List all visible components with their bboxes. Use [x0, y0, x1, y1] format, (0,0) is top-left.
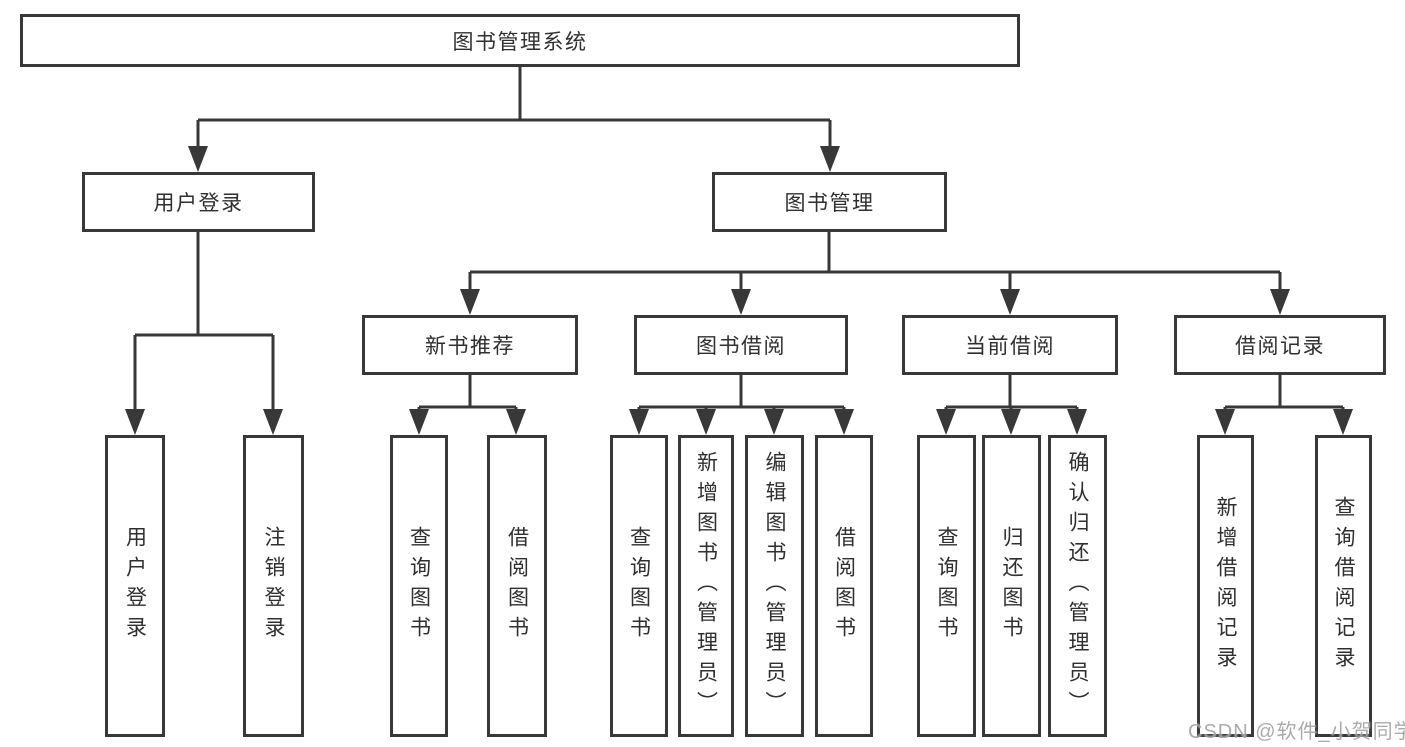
leaf-query-books-2: 查询图书 [610, 435, 668, 737]
node-current-borrow-label: 当前借阅 [965, 335, 1055, 358]
leaf-borrow-books-2: 借阅图书 [815, 435, 873, 737]
node-new-book-recommend: 新书推荐 [362, 315, 578, 375]
leaf-borrow-books-1: 借阅图书 [487, 435, 547, 737]
leaf-add-borrow-record-label: 新增借阅记录 [1214, 496, 1237, 676]
leaf-query-books-1: 查询图书 [390, 435, 448, 737]
leaf-logout-label: 注销登录 [262, 526, 285, 646]
leaf-query-borrow-record: 查询借阅记录 [1315, 435, 1372, 737]
node-book-management-label: 图书管理 [784, 192, 875, 215]
leaf-query-books-2-label: 查询图书 [627, 526, 651, 646]
node-root: 图书管理系统 [20, 14, 1020, 67]
leaf-add-book-admin: 新增图书（管理员） [678, 435, 734, 737]
leaf-edit-book-admin: 编辑图书（管理员） [745, 435, 804, 737]
node-user-login: 用户登录 [82, 172, 315, 232]
node-book-borrow: 图书借阅 [634, 315, 848, 375]
leaf-user-login: 用户登录 [105, 435, 165, 737]
leaf-logout: 注销登录 [243, 435, 304, 737]
leaf-query-books-3: 查询图书 [917, 435, 976, 737]
leaf-query-books-3-label: 查询图书 [935, 526, 958, 646]
leaf-user-login-label: 用户登录 [123, 526, 147, 646]
node-borrow-records: 借阅记录 [1174, 315, 1386, 375]
leaf-return-book-label: 归还图书 [1000, 526, 1023, 646]
leaf-query-borrow-record-label: 查询借阅记录 [1332, 496, 1355, 676]
leaf-return-book: 归还图书 [982, 435, 1041, 737]
node-borrow-records-label: 借阅记录 [1235, 335, 1325, 358]
node-user-login-label: 用户登录 [153, 192, 244, 215]
leaf-borrow-books-2-label: 借阅图书 [832, 526, 856, 646]
leaf-add-borrow-record: 新增借阅记录 [1197, 435, 1254, 737]
node-new-book-recommend-label: 新书推荐 [425, 335, 515, 358]
leaf-borrow-books-1-label: 借阅图书 [505, 526, 529, 646]
node-root-label: 图书管理系统 [452, 30, 588, 54]
leaf-confirm-return-admin-label: 确认归还（管理员） [1066, 451, 1089, 721]
node-current-borrow: 当前借阅 [902, 315, 1118, 375]
leaf-query-books-1-label: 查询图书 [407, 526, 431, 646]
leaf-confirm-return-admin: 确认归还（管理员） [1048, 435, 1107, 737]
arrowheads [125, 146, 1353, 435]
node-book-management: 图书管理 [712, 172, 947, 232]
node-book-borrow-label: 图书借阅 [696, 335, 786, 358]
leaf-add-book-admin-label: 新增图书（管理员） [694, 451, 718, 721]
csdn-watermark: CSDN @软件_小贺同学 [1188, 721, 1405, 743]
leaf-edit-book-admin-label: 编辑图书（管理员） [763, 451, 786, 721]
